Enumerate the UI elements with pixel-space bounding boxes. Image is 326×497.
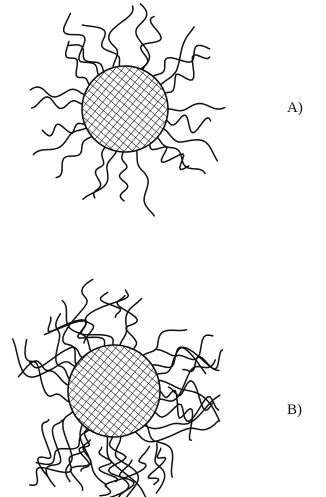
polymer-chain [64,13,99,76]
polymer-chain [63,411,74,482]
panel-a-particle [30,4,225,216]
polymer-chain [119,151,127,201]
polymer-chain [163,128,218,161]
panel-a-label: A) [287,101,303,116]
polymer-chain [56,136,92,178]
polymer-chain [117,296,137,351]
panel-b-particle [13,279,223,497]
polymer-chain [66,42,90,86]
polymer-chain [167,104,225,111]
polymer-chain [166,115,211,133]
panel-b-label: B) [287,403,302,418]
polymer-chain [33,128,87,155]
polymer-chain [160,27,194,86]
polymer-chain [159,390,193,440]
polymer-chain [156,335,213,375]
polymer-chain [83,150,117,199]
panel-a-core [82,66,168,152]
polymer-chain [158,360,215,401]
polymer-chain [32,97,84,109]
polymer-chain-loop [30,452,83,486]
polymer-chain [120,299,142,347]
polymer-chain [145,423,172,477]
polymer-chain [109,6,133,69]
polymer-chain-loop [169,381,214,410]
polymer-chain [164,55,210,94]
polymer-chain [141,17,162,71]
polymer-chain-loop [157,347,206,373]
polymer-chain [136,149,154,216]
panel-b-core [68,345,160,437]
polymer-chain [30,87,85,97]
